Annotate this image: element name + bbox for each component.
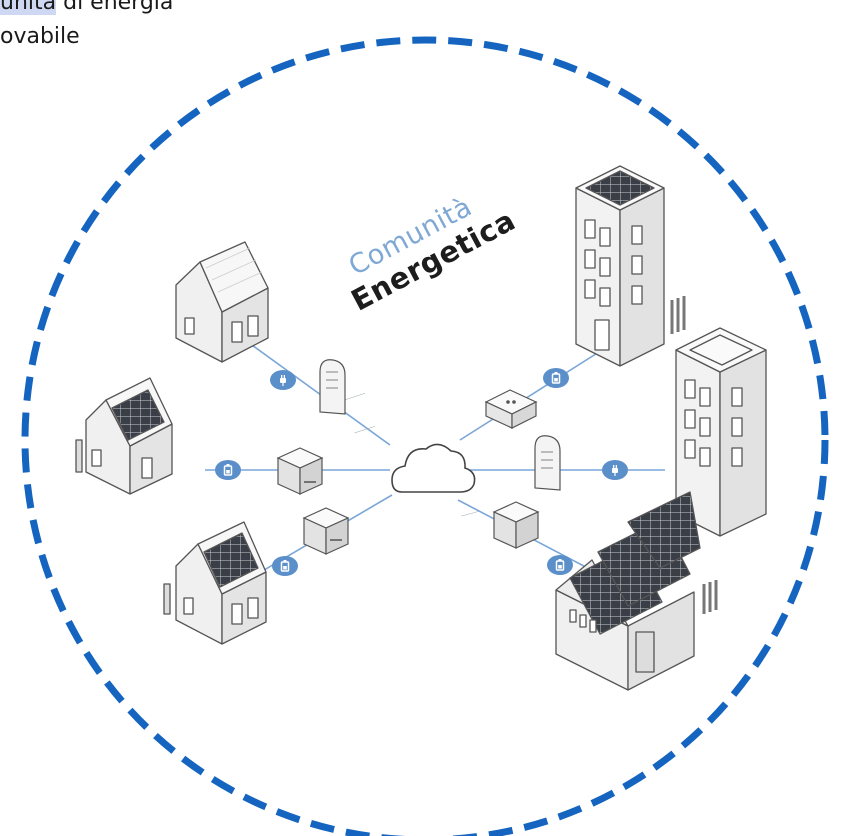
svg-text:──────: ────── xyxy=(343,390,367,404)
meter-device-right xyxy=(534,435,561,491)
house-top-left xyxy=(175,241,269,363)
battery-node-left xyxy=(215,460,241,480)
inverter-device-bottom-right xyxy=(492,501,540,549)
battery-node-top-right xyxy=(543,368,569,388)
cloud-icon xyxy=(391,443,476,493)
gateway-device-top-right xyxy=(484,389,538,429)
svg-text:──────: ────── xyxy=(353,423,377,437)
house-solar-left xyxy=(75,377,173,495)
battery-node-bottom-left xyxy=(272,556,298,576)
tower-solar-top-right xyxy=(575,165,686,367)
svg-text:─────: ───── xyxy=(460,508,481,520)
battery-node-bottom-right xyxy=(547,555,573,575)
page-header: unità di energia ovabile xyxy=(0,0,173,54)
inverter-device-bottom-left xyxy=(302,507,350,555)
plug-node-right xyxy=(602,460,628,480)
factory-solar-bottom-right xyxy=(555,491,718,691)
house-solar-bottom-left xyxy=(163,521,267,645)
tower-right xyxy=(675,327,767,537)
plug-node-top-left xyxy=(270,370,296,390)
header-line1-rest: di energia xyxy=(56,0,174,15)
header-highlight: unità xyxy=(0,0,57,15)
meter-device-top-left xyxy=(319,359,346,415)
header-line2: ovabile xyxy=(0,24,80,49)
community-boundary xyxy=(21,36,829,836)
inverter-device-left xyxy=(276,447,324,495)
